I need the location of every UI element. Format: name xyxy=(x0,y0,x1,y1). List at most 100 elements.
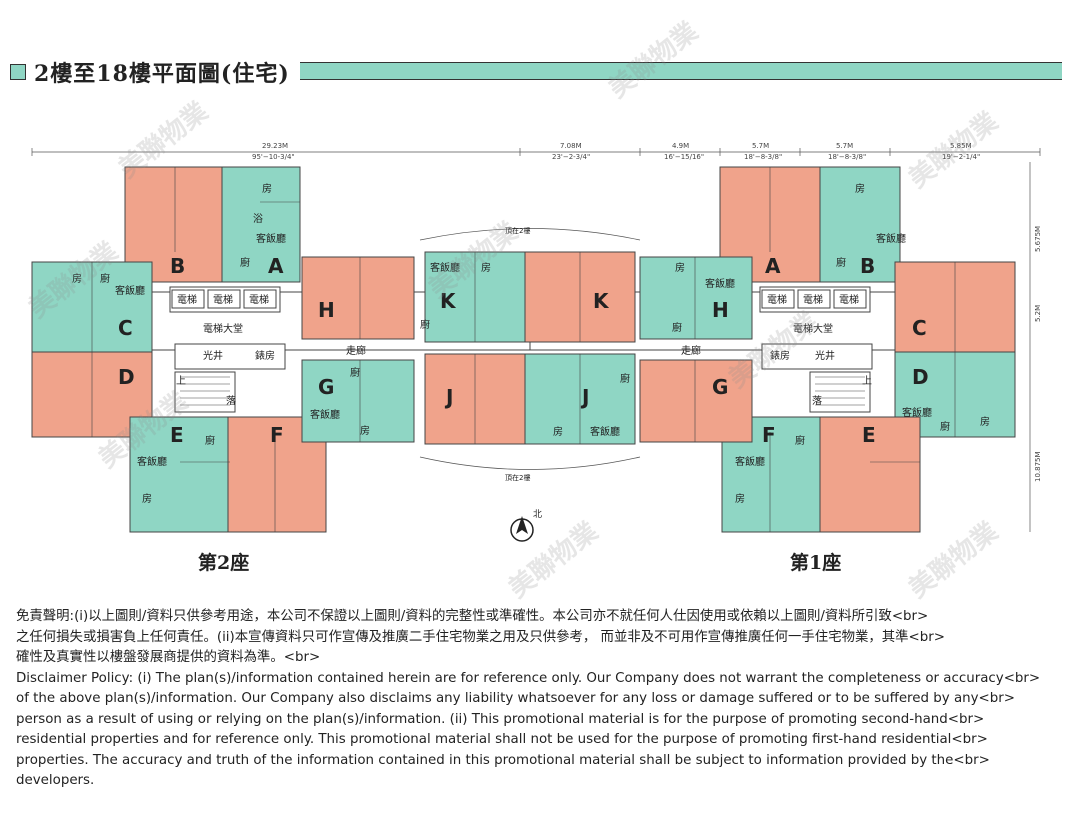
room-kitchen: 廚 xyxy=(620,372,630,385)
t2-unit-j: J xyxy=(444,385,453,409)
tower-1-plan xyxy=(524,166,1016,533)
t2-light-well: 光井 xyxy=(203,349,223,362)
room-bath: 浴 xyxy=(253,213,263,225)
tower-2-label: 第2座 xyxy=(198,551,249,574)
dim-8: 5.2M xyxy=(1034,305,1042,322)
disclaimer: 免責聲明:(i)以上圖則/資料只供參考用途，本公司不保證以上圖則/資料的完整性或… xyxy=(16,607,1061,792)
room-bedroom: 房 xyxy=(360,424,370,437)
t1-unit-d: D xyxy=(912,365,929,389)
t2-meter-room: 錶房 xyxy=(255,349,275,362)
dim-2: 7.08M xyxy=(560,142,582,150)
t2-unit-a: A xyxy=(268,254,284,278)
dim-7: 5.675M xyxy=(1034,226,1042,252)
t2-down: 落 xyxy=(226,395,236,407)
t2-up: 上 xyxy=(176,375,186,387)
t1-lift-2: 電梯 xyxy=(803,293,823,306)
t1-lobby: 電梯大堂 xyxy=(793,322,833,335)
title-marker xyxy=(10,64,26,80)
room-bedroom: 房 xyxy=(980,415,990,428)
north-label: 北 xyxy=(533,509,542,520)
t1-light-well: 光井 xyxy=(815,349,835,362)
room-living: 客飯廳 xyxy=(876,232,906,245)
t2-lobby: 電梯大堂 xyxy=(203,322,243,335)
tower-1-unit-labels: A B C D E F H K G J xyxy=(580,254,929,447)
dimension-lines xyxy=(31,148,1041,532)
room-living: 客飯廳 xyxy=(735,455,765,468)
note-bottom: 頂在2樓 xyxy=(505,473,530,482)
dim-3: 4.9M xyxy=(672,142,689,150)
t1-lift-1: 電梯 xyxy=(767,293,787,306)
tower-1-core-labels: 電梯 電梯 電梯 電梯大堂 走廊 錶房 光井 上 落 xyxy=(681,293,872,407)
room-bedroom: 房 xyxy=(262,182,272,195)
dim-3-imp: 16'−15/16" xyxy=(664,153,704,161)
t1-unit-a: A xyxy=(765,254,781,278)
room-living: 客飯廳 xyxy=(256,232,286,245)
t2-unit-g: G xyxy=(318,375,334,399)
tower-1-label: 第1座 xyxy=(790,551,841,574)
room-bedroom: 房 xyxy=(142,492,152,505)
dim-1: 29.23M xyxy=(262,142,288,150)
dim-1-imp: 95'−10-3/4" xyxy=(252,153,295,161)
room-living: 客飯廳 xyxy=(137,455,167,468)
north-arrow-icon: 北 xyxy=(510,509,542,542)
t2-unit-k: K xyxy=(440,289,457,313)
floor-plan: 29.23M 95'−10-3/4" 7.08M 23'−2-3/4" 4.9M… xyxy=(31,142,1042,574)
dim-2-imp: 23'−2-3/4" xyxy=(552,153,590,161)
t1-unit-b: B xyxy=(860,254,875,278)
room-kitchen: 廚 xyxy=(350,366,360,379)
room-bedroom: 房 xyxy=(675,261,685,274)
t1-corridor: 走廊 xyxy=(681,344,701,357)
dimension-text: 29.23M 95'−10-3/4" 7.08M 23'−2-3/4" 4.9M… xyxy=(252,142,1042,482)
t1-unit-j: J xyxy=(580,385,589,409)
room-kitchen: 廚 xyxy=(795,434,805,447)
t1-unit-g: G xyxy=(712,375,728,399)
dim-5: 5.7M xyxy=(836,142,853,150)
disclaimer-zh-line: 之任何損失或損害負上任何責任。(ii)本宣傳資料只可作宣傳及推廣二手住宅物業之用… xyxy=(16,629,945,645)
room-living: 客飯廳 xyxy=(310,408,340,421)
t2-lift-2: 電梯 xyxy=(213,293,233,306)
t2-lift-1: 電梯 xyxy=(177,293,197,306)
room-kitchen: 廚 xyxy=(940,420,950,433)
room-living: 客飯廳 xyxy=(902,406,932,419)
t2-lift-3: 電梯 xyxy=(249,293,269,306)
room-bedroom: 房 xyxy=(481,261,491,274)
dim-6-imp: 19'−2-1/4" xyxy=(942,153,980,161)
title-bar: 2樓至18樓平面圖(住宅) xyxy=(10,56,1062,88)
t1-lift-3: 電梯 xyxy=(839,293,859,306)
note-top: 頂在2樓 xyxy=(505,226,530,235)
room-kitchen: 廚 xyxy=(100,272,110,285)
room-bedroom: 房 xyxy=(72,272,82,285)
dim-4-imp: 18'−8-3/8" xyxy=(744,153,782,161)
room-living: 客飯廳 xyxy=(590,425,620,438)
disclaimer-en-line: of the above plan(s)/information. Our Co… xyxy=(16,691,1016,706)
title-band xyxy=(300,62,1062,80)
disclaimer-zh-line: 確性及真實性以樓盤發展商提供的資料為準。<br> xyxy=(16,650,321,665)
room-bedroom: 房 xyxy=(735,492,745,505)
disclaimer-en-line: properties. The accuracy and truth of th… xyxy=(16,752,990,768)
t2-unit-f: F xyxy=(270,423,284,447)
room-bedroom: 房 xyxy=(553,425,563,438)
dim-5-imp: 18'−8-3/8" xyxy=(828,153,866,161)
tower-2-unit-labels: B A C D E F H K G J xyxy=(118,254,457,447)
room-kitchen: 廚 xyxy=(420,318,430,331)
room-kitchen: 廚 xyxy=(836,256,846,269)
page-title: 2樓至18樓平面圖(住宅) xyxy=(34,61,290,87)
room-living: 客飯廳 xyxy=(705,277,735,290)
room-living: 客飯廳 xyxy=(430,261,460,274)
t2-corridor: 走廊 xyxy=(346,344,366,357)
dim-6: 5.85M xyxy=(950,142,972,150)
room-kitchen: 廚 xyxy=(240,256,250,269)
tower-2-core-labels: 電梯 電梯 電梯 電梯大堂 走廊 光井 錶房 上 落 xyxy=(176,293,366,407)
tower-2-plan xyxy=(31,166,531,533)
t2-unit-c: C xyxy=(118,316,133,340)
t1-down: 落 xyxy=(812,395,822,407)
t1-unit-e: E xyxy=(862,423,876,447)
t1-meter-room: 錶房 xyxy=(770,349,790,362)
dim-4: 5.7M xyxy=(752,142,769,150)
t2-unit-e: E xyxy=(170,423,184,447)
disclaimer-en-line: person as a result of using or relying o… xyxy=(16,711,985,727)
t1-unit-c: C xyxy=(912,316,927,340)
t1-unit-f: F xyxy=(762,423,776,447)
t1-up: 上 xyxy=(862,375,872,387)
t1-unit-h: H xyxy=(712,298,729,322)
